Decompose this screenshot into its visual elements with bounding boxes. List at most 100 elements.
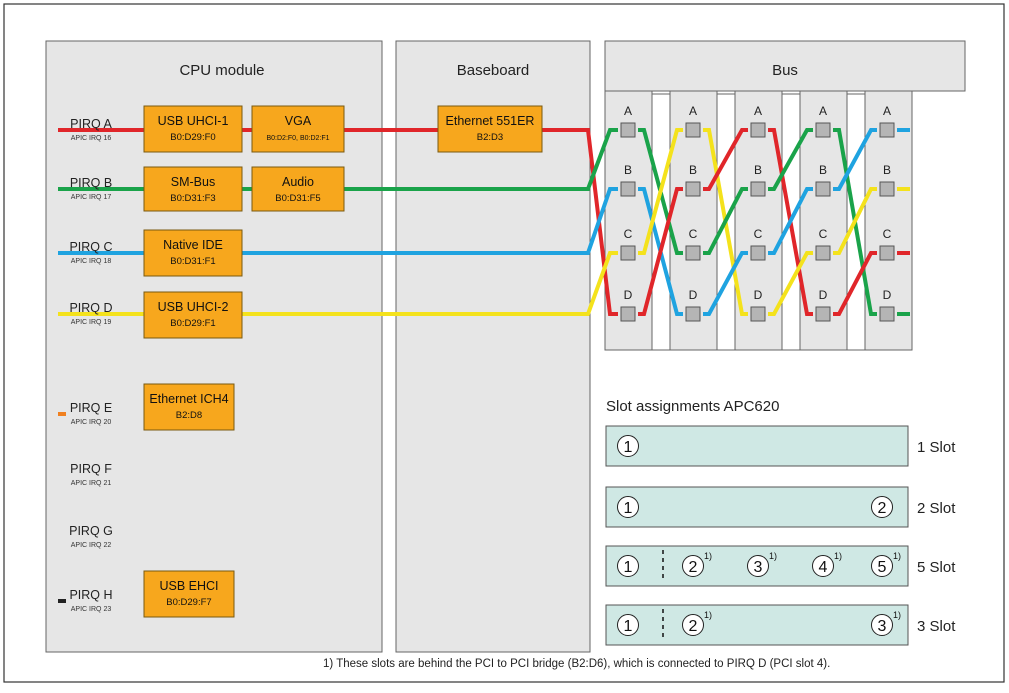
slot-number-circle [617, 435, 639, 457]
bus-pin-box [685, 306, 701, 322]
device-address: B0:D29:F1 [170, 318, 215, 329]
slot-number-circle [812, 555, 834, 577]
footnote-mark: 1) [769, 551, 777, 561]
device-name: Ethernet 551ER [446, 114, 535, 128]
slot-row-bar [605, 425, 909, 467]
footnote-mark: 1) [704, 551, 712, 561]
bus-pin-label: D [754, 288, 763, 302]
bus-pin-box [620, 122, 636, 138]
bus-wire [638, 187, 683, 316]
slot-number-circle [747, 555, 769, 577]
bus-wires [580, 128, 910, 316]
device-name: USB EHCI [159, 579, 218, 593]
bus-pin-box [685, 245, 701, 261]
bus-pin-box [879, 306, 895, 322]
bus-pin-box [750, 306, 766, 322]
bus-pin-box [879, 122, 895, 138]
bus-wire [703, 187, 748, 255]
device-box [437, 105, 543, 153]
bus-wire [833, 187, 877, 255]
slot-number-circle [682, 555, 704, 577]
bus-pin-label: B [819, 163, 827, 177]
device-name: Native IDE [163, 238, 223, 252]
device-box [143, 229, 243, 277]
device-address: B0:D31:F1 [170, 256, 215, 267]
slot-number: 2 [689, 618, 698, 635]
bus-title: Bus [772, 62, 798, 79]
bus-pin-label: B [883, 163, 891, 177]
slot-number: 2 [689, 559, 698, 576]
pirq-name: PIRQ D [69, 301, 112, 315]
bus-pin-label: D [689, 288, 698, 302]
pirq-apic: APIC IRQ 19 [71, 319, 112, 326]
bus-pin-label: B [754, 163, 762, 177]
bus-wire [638, 128, 683, 255]
device-name: USB UHCI-1 [158, 114, 229, 128]
slot-number-circle [871, 614, 893, 636]
slot-number: 4 [819, 559, 828, 576]
bus-wire [768, 251, 813, 316]
pirq-apic: APIC IRQ 16 [71, 135, 112, 142]
bus-pin-box [815, 122, 831, 138]
pirq-apic: APIC IRQ 23 [71, 606, 112, 613]
bus-pin-box [750, 122, 766, 138]
device-box [143, 166, 243, 212]
pirq-name: PIRQ H [69, 588, 112, 602]
bus-pin-label: D [624, 288, 633, 302]
slot-number-circle [617, 614, 639, 636]
bus-pin-box [620, 306, 636, 322]
slot-row-label: 3 Slot [917, 618, 956, 635]
pirq-name: PIRQ G [69, 524, 113, 538]
bus-pin-box [879, 245, 895, 261]
slot-number-circle [682, 614, 704, 636]
device-box [251, 166, 345, 212]
bus-pin-label: C [883, 227, 892, 241]
cpu-module-title: CPU module [179, 62, 264, 79]
device-address: B0:D29:F0 [170, 132, 215, 143]
bus-pin-label: A [754, 104, 762, 118]
bus-pin-label: D [819, 288, 828, 302]
pirq-name: PIRQ A [70, 117, 112, 131]
slot-number: 3 [754, 559, 763, 576]
bus-wire [768, 128, 813, 191]
bus-pin-box [685, 122, 701, 138]
footnote-mark: 1) [893, 610, 901, 620]
bus-wire [580, 128, 618, 191]
slot-number-circle [871, 555, 893, 577]
baseboard-title: Baseboard [457, 62, 530, 79]
device-address: B0:D31:F5 [275, 193, 320, 204]
bus-pin-box [750, 181, 766, 197]
bus-wire [580, 187, 618, 255]
slot-number: 1 [624, 618, 633, 635]
device-name: SM-Bus [171, 175, 215, 189]
slot-number-circle [871, 496, 893, 518]
device-address: B0:D29:F7 [166, 597, 211, 608]
bus-pin-label: D [883, 288, 892, 302]
slot-row-label: 5 Slot [917, 559, 956, 576]
footnote-mark: 1) [704, 610, 712, 620]
bus-wire [703, 128, 748, 191]
slot-number: 1 [624, 500, 633, 517]
bus-pin-label: B [624, 163, 632, 177]
device-name: Audio [282, 175, 314, 189]
slot-number: 1 [624, 439, 633, 456]
footnote-mark: 1) [893, 551, 901, 561]
slot-number: 3 [878, 618, 887, 635]
bus-wire [833, 128, 877, 191]
bus-pin-label: A [819, 104, 827, 118]
slot-row-bar [605, 604, 909, 646]
footnote: 1) These slots are behind the PCI to PCI… [323, 658, 830, 670]
pirq-apic: APIC IRQ 17 [71, 194, 112, 201]
device-address: B0:D31:F3 [170, 193, 215, 204]
footnote-mark: 1) [834, 551, 842, 561]
pirq-name: PIRQ C [69, 240, 112, 254]
bus-pin-box [620, 245, 636, 261]
bus-pin-label: A [624, 104, 632, 118]
device-box [251, 105, 345, 153]
bus-pin-box [879, 181, 895, 197]
